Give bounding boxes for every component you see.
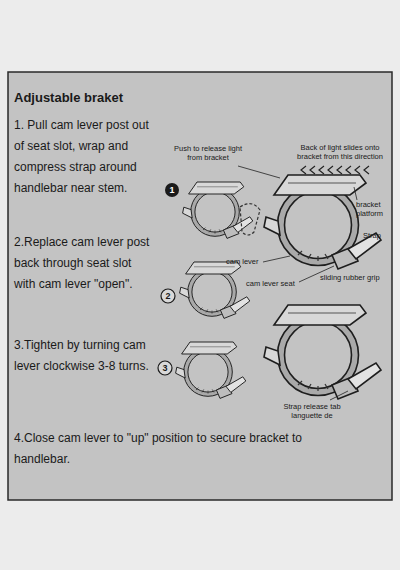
part-label: bracket platform xyxy=(356,200,390,218)
callout-number: 3 xyxy=(158,361,172,375)
clamp-large xyxy=(264,175,381,269)
part-label: Push to release light from bracket xyxy=(166,144,250,162)
step-text: 3.Tighten by turning cam lever clockwise… xyxy=(14,335,156,377)
clamp-step2 xyxy=(180,262,250,318)
clamp-step3 xyxy=(176,342,246,398)
direction-arrows xyxy=(301,166,369,174)
callout-number: 1 xyxy=(165,183,179,197)
callout-circle xyxy=(165,183,179,197)
callout-circle xyxy=(161,289,175,303)
part-label: Strap release tab languette de xyxy=(280,402,344,420)
callout-number: 2 xyxy=(161,289,175,303)
lever-ghost xyxy=(240,204,260,235)
part-label: cam lever xyxy=(226,257,266,266)
part-label: sliding rubber grip xyxy=(320,273,390,282)
leader-lines xyxy=(238,166,357,400)
part-label: Strap xyxy=(363,231,393,240)
heading: Adjustable braket xyxy=(14,90,123,106)
callout-circle xyxy=(158,361,172,375)
part-label: Back of light slides onto bracket from t… xyxy=(292,143,388,161)
clamp-closed xyxy=(264,305,381,399)
step-text: 4.Close cam lever to "up" position to se… xyxy=(14,428,314,470)
part-label: cam lever seat xyxy=(246,279,302,288)
step-text: 1. Pull cam lever post out of seat slot,… xyxy=(14,115,156,199)
step-text: 2.Replace cam lever post back through se… xyxy=(14,232,156,295)
panel xyxy=(8,72,392,500)
